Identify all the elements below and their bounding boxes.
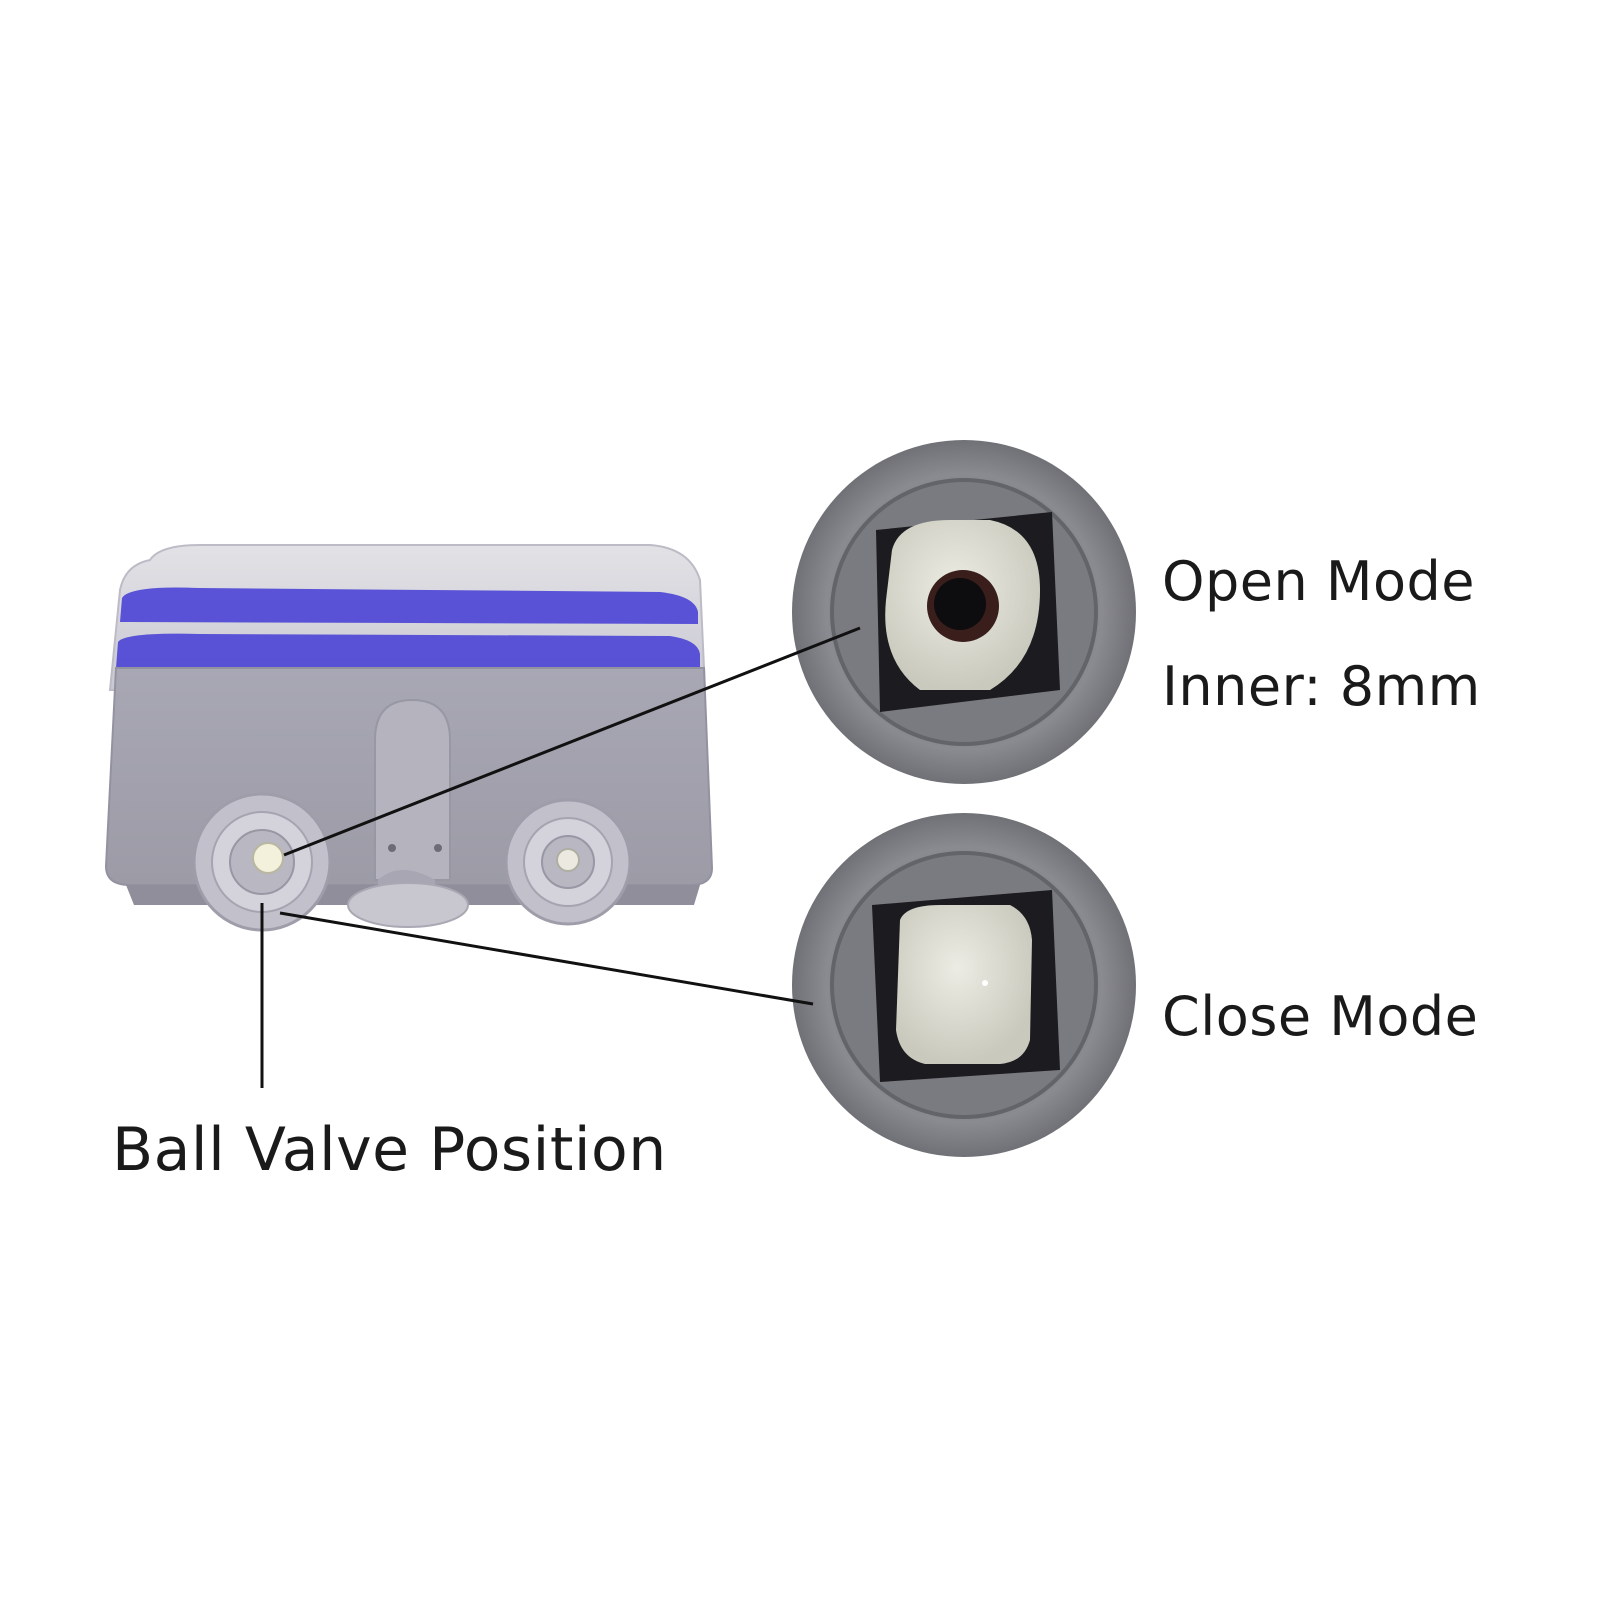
valve-housing — [104, 544, 714, 932]
leader-lines — [260, 626, 861, 1088]
open-mode-label: Open Mode — [1162, 550, 1476, 613]
inner-size-label: Inner: 8mm — [1162, 655, 1481, 718]
ball-valve-dot-icon — [252, 842, 284, 874]
right-fitting — [504, 798, 632, 926]
open-mode-connector — [792, 440, 1136, 784]
leader-line-close — [279, 911, 814, 1006]
left-fitting — [192, 792, 332, 932]
ball-valve-position-label: Ball Valve Position — [112, 1115, 667, 1185]
close-mode-connector — [792, 813, 1136, 1157]
close-mode-label: Close Mode — [1162, 985, 1479, 1048]
leader-line-open — [283, 626, 861, 857]
